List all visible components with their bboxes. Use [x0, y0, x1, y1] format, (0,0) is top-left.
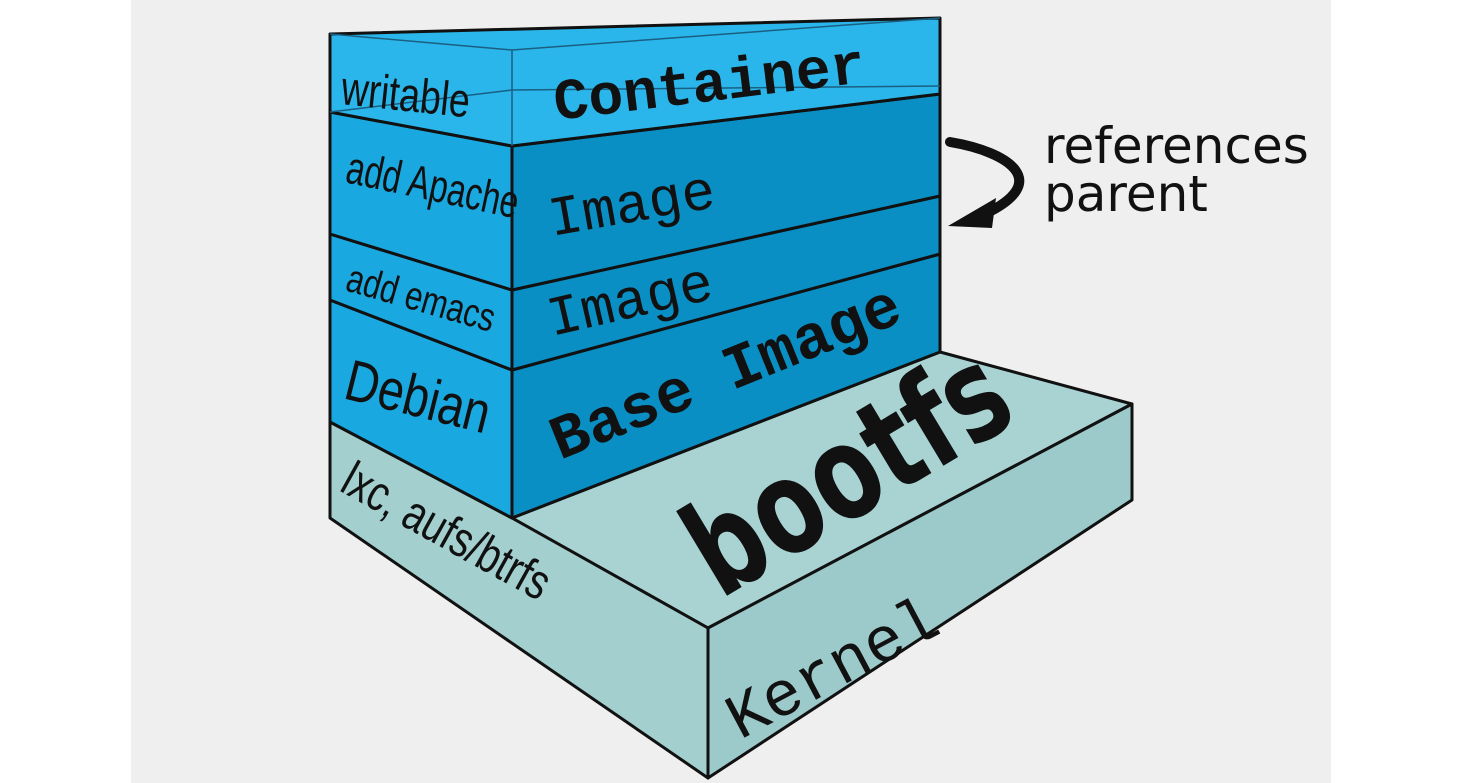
- container-top-face: [328, 16, 942, 148]
- annotation-line-2: parent: [1044, 165, 1208, 223]
- emacs-layer: add emacs Image: [328, 194, 942, 372]
- references-parent-annotation: references parent: [945, 117, 1309, 228]
- annotation-line-1: references: [1044, 117, 1309, 175]
- kernel-right-face: [706, 402, 1134, 780]
- arrow-head-icon: [948, 198, 996, 228]
- curved-arrow-icon: [945, 137, 1025, 219]
- apache-layer: add Apache Image: [328, 92, 942, 292]
